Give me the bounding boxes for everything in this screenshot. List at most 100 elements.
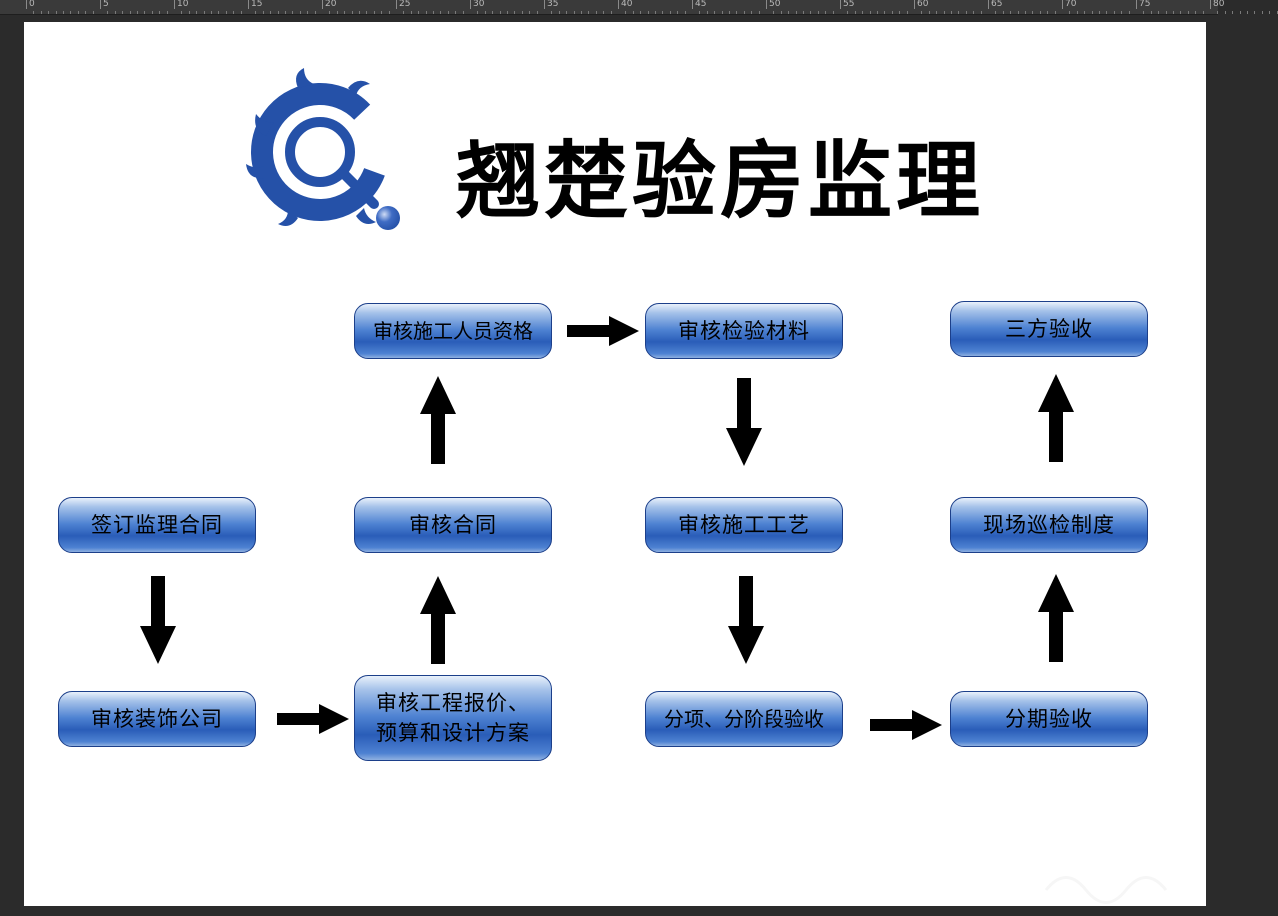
ruler-minor-tick [33,11,35,14]
ruler-minor-tick [973,11,975,14]
ruler-minor-tick [63,11,64,14]
ruler-minor-tick [743,11,745,14]
ruler-minor-tick [655,11,656,14]
node-phase-acceptance: 分期验收 [950,691,1148,747]
ruler-minor-tick [492,11,494,14]
ruler-tick-label: 0 [26,0,35,9]
ruler-minor-tick [1113,11,1115,14]
ruler-minor-tick [1017,11,1019,14]
arrow-right-icon [277,704,349,734]
ruler-minor-tick [1202,11,1204,14]
node-tripartite-acceptance: 三方验收 [950,301,1148,357]
ruler-tick-label: 5 [100,0,109,9]
ruler-minor-tick [1099,11,1100,14]
page-title: 翘楚验房监理 [456,132,985,230]
ruler-minor-tick [847,11,849,14]
ruler-minor-tick [314,11,316,14]
node-label: 审核施工工艺 [678,513,810,537]
ruler-minor-tick [1158,11,1160,14]
ruler-minor-tick [714,11,716,14]
ruler-minor-tick [1054,11,1056,14]
ruler-minor-tick [1195,11,1197,14]
ruler-minor-tick [336,11,338,14]
ruler-minor-tick [462,11,464,14]
ruler-minor-tick [795,11,797,14]
ruler-minor-tick [366,11,368,14]
node-label: 分项、分阶段验收 [664,707,824,731]
ruler-minor-tick [1106,11,1108,14]
ruler-minor-tick [233,11,235,14]
ruler-minor-tick [958,11,960,14]
ruler-minor-tick [188,11,190,14]
watermark-icon [1044,876,1168,904]
ruler-minor-tick [114,11,116,14]
ruler-minor-tick [906,11,908,14]
ruler-minor-tick [514,11,516,14]
arrow-right-icon [870,710,942,740]
ruler-minor-tick [418,11,420,14]
node-review-personnel: 审核施工人员资格 [354,303,552,359]
arrow-up-icon [420,376,456,464]
ruler-minor-tick [788,11,790,14]
ruler-tick-label: 80 [1210,0,1224,9]
ruler-minor-tick [410,11,412,14]
ruler-minor-tick [455,11,457,14]
ruler-minor-tick [477,11,479,14]
ruler-minor-tick [1010,11,1012,14]
ruler-minor-tick [388,11,390,14]
node-label: 审核施工人员资格 [373,319,533,343]
ruler-minor-tick [55,11,57,14]
ruler-tick-label: 40 [618,0,632,9]
ruler-minor-tick [736,11,738,14]
ruler-minor-tick [1180,11,1182,14]
ruler-minor-tick [1121,11,1123,14]
ruler-minor-tick [203,11,205,14]
ruler-minor-tick [440,11,442,14]
ruler-minor-tick [1269,11,1271,14]
ruler-minor-tick [721,11,723,14]
ruler-minor-tick [536,11,538,14]
ruler-minor-tick [825,11,827,14]
ruler-minor-tick [1187,11,1189,14]
ruler-minor-tick [1276,11,1278,14]
ruler-minor-tick [877,11,878,14]
ruler-minor-tick [48,11,50,14]
node-label: 审核合同 [409,513,497,537]
node-sign-contract: 签订监理合同 [58,497,256,553]
ruler-minor-tick [662,11,664,14]
ruler-minor-tick [1165,11,1167,14]
ruler-minor-tick [381,11,383,14]
ruler-tick-label: 30 [470,0,484,9]
ruler-tick-label: 15 [248,0,262,9]
node-label: 审核工程报价、 预算和设计方案 [376,691,530,745]
ruler-minor-tick [854,11,856,14]
node-label: 审核装饰公司 [91,707,223,731]
node-label: 审核检验材料 [678,319,810,343]
ruler-minor-tick [677,11,679,14]
ruler-minor-tick [699,11,701,14]
ruler-minor-tick [965,11,967,14]
node-label: 签订监理合同 [91,513,223,537]
ruler-minor-tick [107,11,109,14]
ruler-minor-tick [729,11,730,14]
ruler-minor-tick [122,11,124,14]
ruler-minor-tick [373,11,375,14]
ruler-minor-tick [403,11,405,14]
ruler-minor-tick [270,11,272,14]
ruler-minor-tick [529,11,531,14]
ruler-minor-tick [640,11,642,14]
ruler-minor-tick [1076,11,1078,14]
ruler-minor-tick [433,11,434,14]
ruler-tick-label: 75 [1136,0,1150,9]
ruler-minor-tick [329,11,331,14]
ruler-minor-tick [936,11,938,14]
ruler-minor-tick [595,11,597,14]
arrow-up-icon [1038,374,1074,462]
ruler-minor-tick [928,11,930,14]
ruler-minor-tick [255,11,257,14]
ruler-minor-tick [1084,11,1086,14]
ruler-minor-tick [1247,11,1248,14]
ruler-tick-label: 10 [174,0,188,9]
arrow-right-icon [567,316,639,346]
ruler-minor-tick [751,11,753,14]
